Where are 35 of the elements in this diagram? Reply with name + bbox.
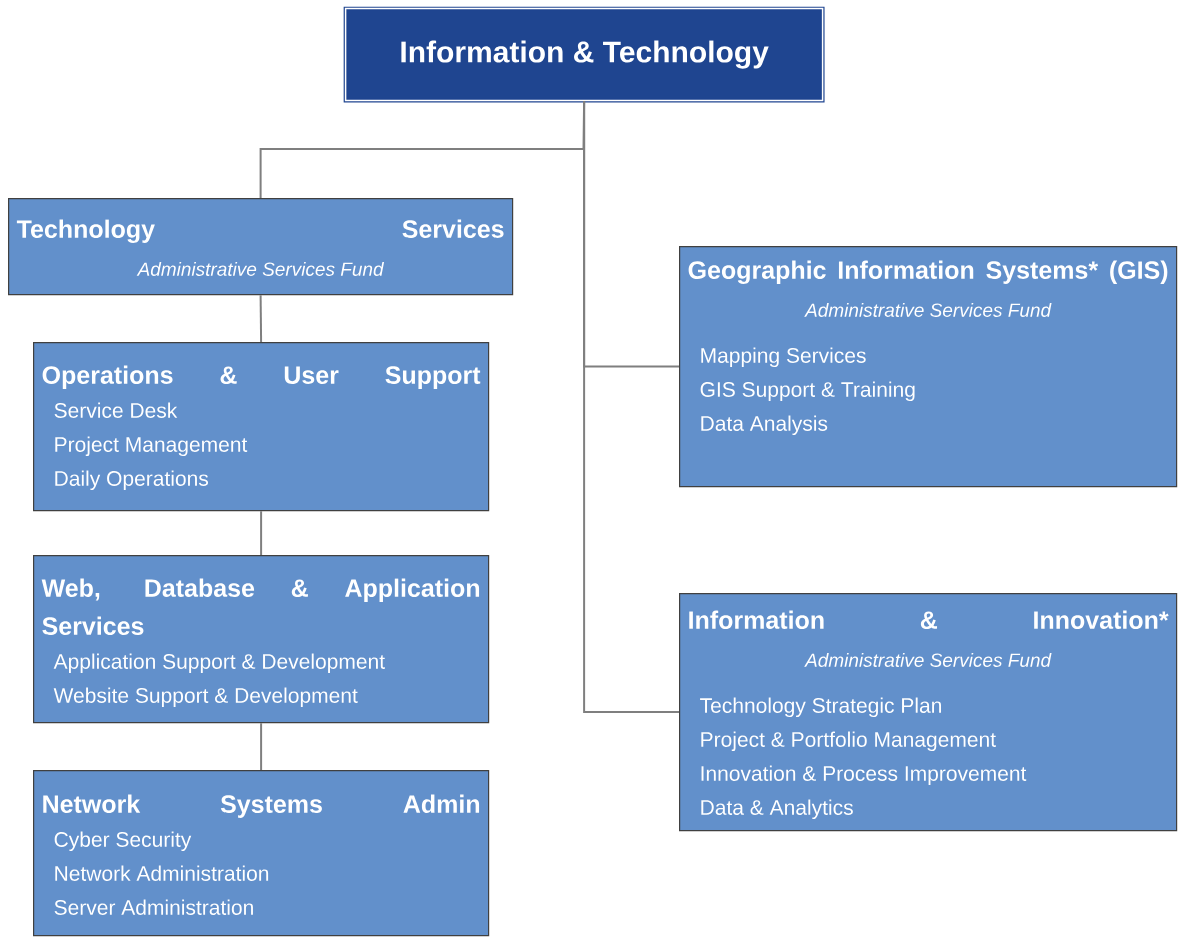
- service-item: Data & Analytics: [701, 799, 853, 820]
- service-item: Network Administration: [55, 865, 269, 881]
- title-box: Information & Technology: [343, 6, 825, 103]
- box-heading: Information & Innovation*: [689, 610, 1169, 629]
- fund-note: Administrative Services Fund: [136, 261, 385, 276]
- service-item: Daily Operations: [55, 470, 209, 491]
- unit-box: [33, 770, 490, 937]
- service-item: Data Analysis: [701, 415, 828, 436]
- unit-box: [33, 555, 490, 724]
- unit-box: [679, 593, 1178, 832]
- box-heading: Geographic Information Systems* (GIS): [688, 260, 1168, 284]
- unit-box: [679, 246, 1178, 488]
- service-item: Cyber Security: [54, 831, 192, 852]
- service-item: Innovation & Process Improvement: [701, 765, 1027, 786]
- service-item: GIS Support & Training: [700, 381, 915, 402]
- box-heading: Network Systems Admin: [43, 794, 480, 818]
- connector-line: [260, 722, 263, 771]
- service-item: Project Management: [55, 436, 248, 457]
- box-heading: Technology Services: [16, 219, 504, 243]
- unit-box: [8, 198, 514, 296]
- fund-note: Administrative Services Fund: [804, 652, 1052, 667]
- connector-line: [259, 294, 263, 343]
- box-heading: Operations & User Support: [42, 365, 481, 389]
- box-heading: Web, Database & Application Services: [41, 578, 480, 635]
- unit-box: [33, 342, 490, 512]
- service-item: Application Support & Development: [53, 653, 385, 674]
- service-item: Service Desk: [54, 402, 178, 418]
- fund-note: Administrative Services Fund: [804, 302, 1052, 317]
- service-item: Mapping Services: [701, 347, 866, 368]
- connector-line: [583, 100, 680, 714]
- service-item: Technology Strategic Plan: [700, 697, 941, 718]
- service-item: Project & Portfolio Management: [701, 731, 996, 752]
- service-item: Website Support & Development: [53, 687, 358, 708]
- service-item: Server Administration: [54, 899, 253, 915]
- connector-line: [260, 510, 263, 556]
